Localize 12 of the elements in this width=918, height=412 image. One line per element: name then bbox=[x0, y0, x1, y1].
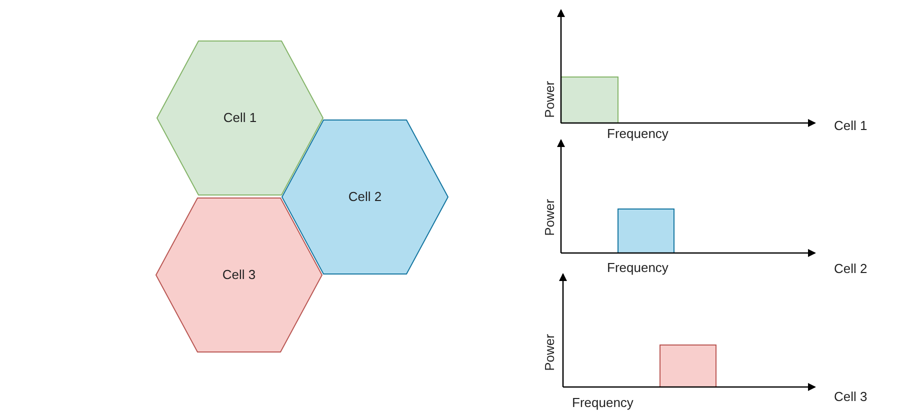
cell-label: Cell 1 bbox=[222, 110, 258, 125]
cell-label: Cell 2 bbox=[347, 189, 383, 204]
axis-label: Frequency bbox=[607, 126, 668, 141]
axis-label: Power bbox=[542, 81, 557, 118]
axis-label: Power bbox=[542, 199, 557, 236]
axis-label: Frequency bbox=[607, 260, 668, 275]
plot-label: Cell 2 bbox=[834, 261, 868, 276]
plot-label: Cell 3 bbox=[834, 389, 868, 404]
plot-label: Cell 1 bbox=[834, 118, 868, 133]
cell-label: Cell 3 bbox=[221, 267, 257, 282]
axis-label: Power bbox=[542, 334, 557, 371]
axis-label: Frequency bbox=[572, 395, 634, 410]
